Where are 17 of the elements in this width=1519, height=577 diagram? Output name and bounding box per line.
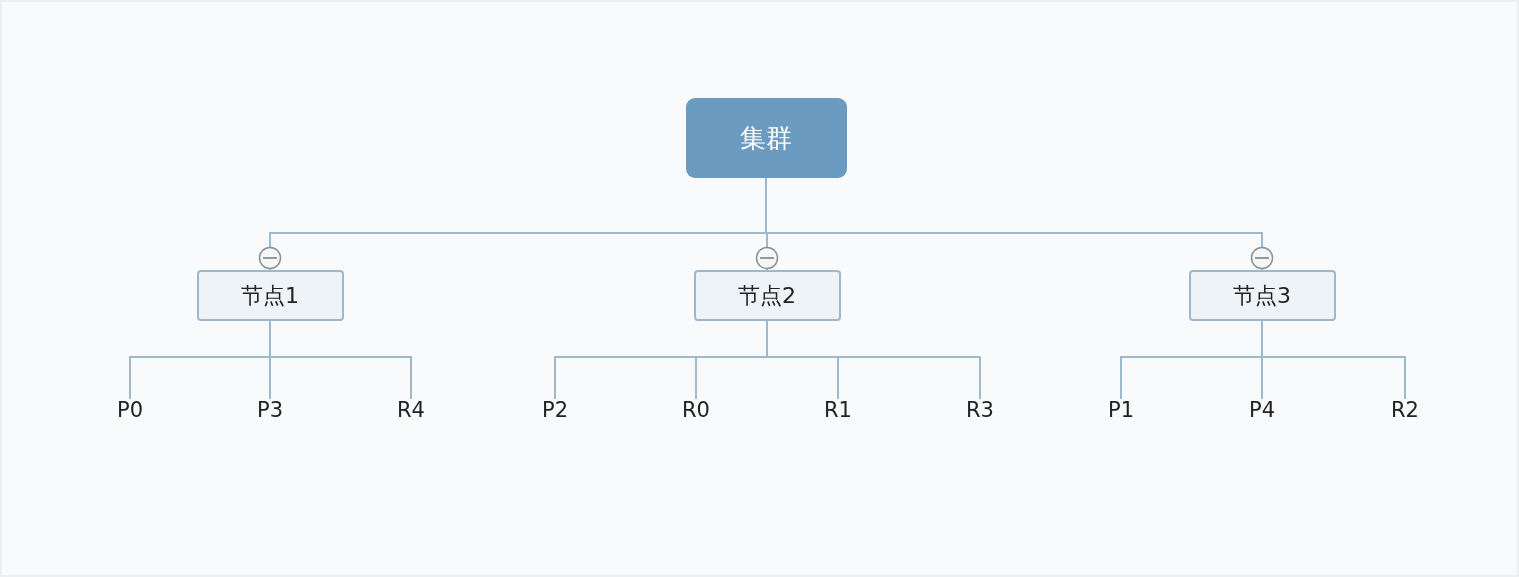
leaf-label: P4 — [1249, 399, 1275, 421]
connector — [766, 320, 981, 400]
connector — [269, 320, 412, 400]
leaf-label: P0 — [117, 399, 143, 421]
leaf-label: R1 — [824, 399, 852, 421]
leaf-label: P1 — [1108, 399, 1134, 421]
leaf-label: P2 — [542, 399, 568, 421]
leaf-label: R0 — [682, 399, 710, 421]
leaf-label: P3 — [257, 399, 283, 421]
node-box: 节点3 — [1188, 270, 1336, 321]
leaf-label: R3 — [966, 399, 994, 421]
root-box: 集群 — [685, 98, 847, 178]
leaf-label: R4 — [397, 399, 425, 421]
leaf-label: R2 — [1391, 399, 1419, 421]
node-box: 节点1 — [196, 270, 344, 321]
connector — [1261, 320, 1406, 400]
node-box: 节点2 — [693, 270, 841, 321]
